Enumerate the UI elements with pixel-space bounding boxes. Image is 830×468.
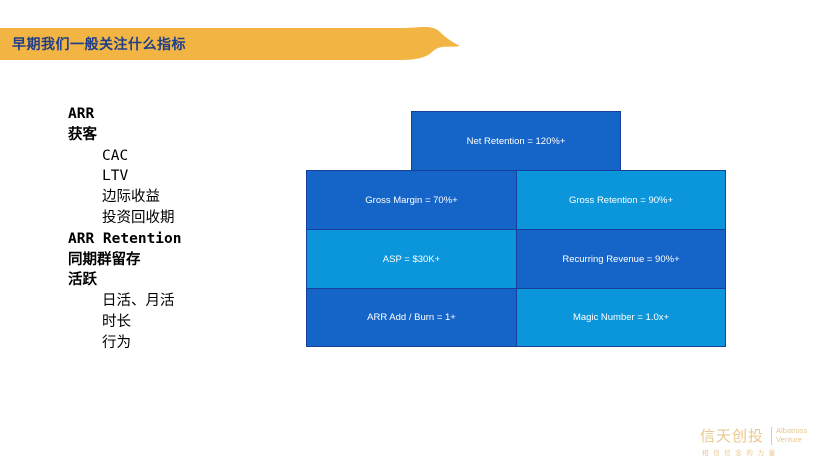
pyramid-box-gross-retention: Gross Retention = 90%+: [516, 170, 726, 230]
list-item: 边际收益: [102, 189, 160, 206]
list-item: 时长: [102, 313, 131, 330]
logo-english-line2: Venture: [776, 435, 802, 444]
list-item: ARR Retention: [68, 230, 182, 247]
header-band: [0, 26, 460, 60]
list-item: 活跃: [68, 272, 97, 289]
pyramid-box-asp: ASP = $30K+: [306, 229, 517, 289]
logo-english-name: Albatross Venture: [776, 426, 807, 444]
logo-divider: [771, 427, 772, 445]
page-title: 早期我们一般关注什么指标: [12, 37, 186, 53]
brand-logo: 信天创投 Albatross Venture 相信信念的力量: [700, 423, 816, 459]
pyramid-box-recurring-revenue: Recurring Revenue = 90%+: [516, 229, 726, 289]
logo-slogan: 相信信念的力量: [702, 449, 780, 457]
logo-chinese-name: 信天创投: [700, 427, 765, 445]
list-item: 行为: [102, 334, 131, 351]
metrics-list: ARR 获客 CAC LTV 边际收益 投资回收期 ARR Retention …: [68, 104, 182, 354]
pyramid-box-arr-add-burn: ARR Add / Burn = 1+: [306, 288, 517, 347]
pyramid-box-gross-margin: Gross Margin = 70%+: [306, 170, 517, 230]
list-item: 同期群留存: [68, 251, 141, 268]
list-item: ARR: [68, 106, 95, 122]
logo-english-line1: Albatross: [776, 426, 808, 435]
list-item: 日活、月活: [102, 293, 175, 310]
list-item: 投资回收期: [102, 209, 175, 226]
list-item: 获客: [68, 126, 97, 143]
pyramid-box-magic-number: Magic Number = 1.0x+: [516, 288, 726, 347]
list-item: CAC: [102, 147, 129, 164]
list-item: LTV: [102, 168, 129, 185]
pyramid-box-net-retention: Net Retention = 120%+: [411, 111, 621, 171]
